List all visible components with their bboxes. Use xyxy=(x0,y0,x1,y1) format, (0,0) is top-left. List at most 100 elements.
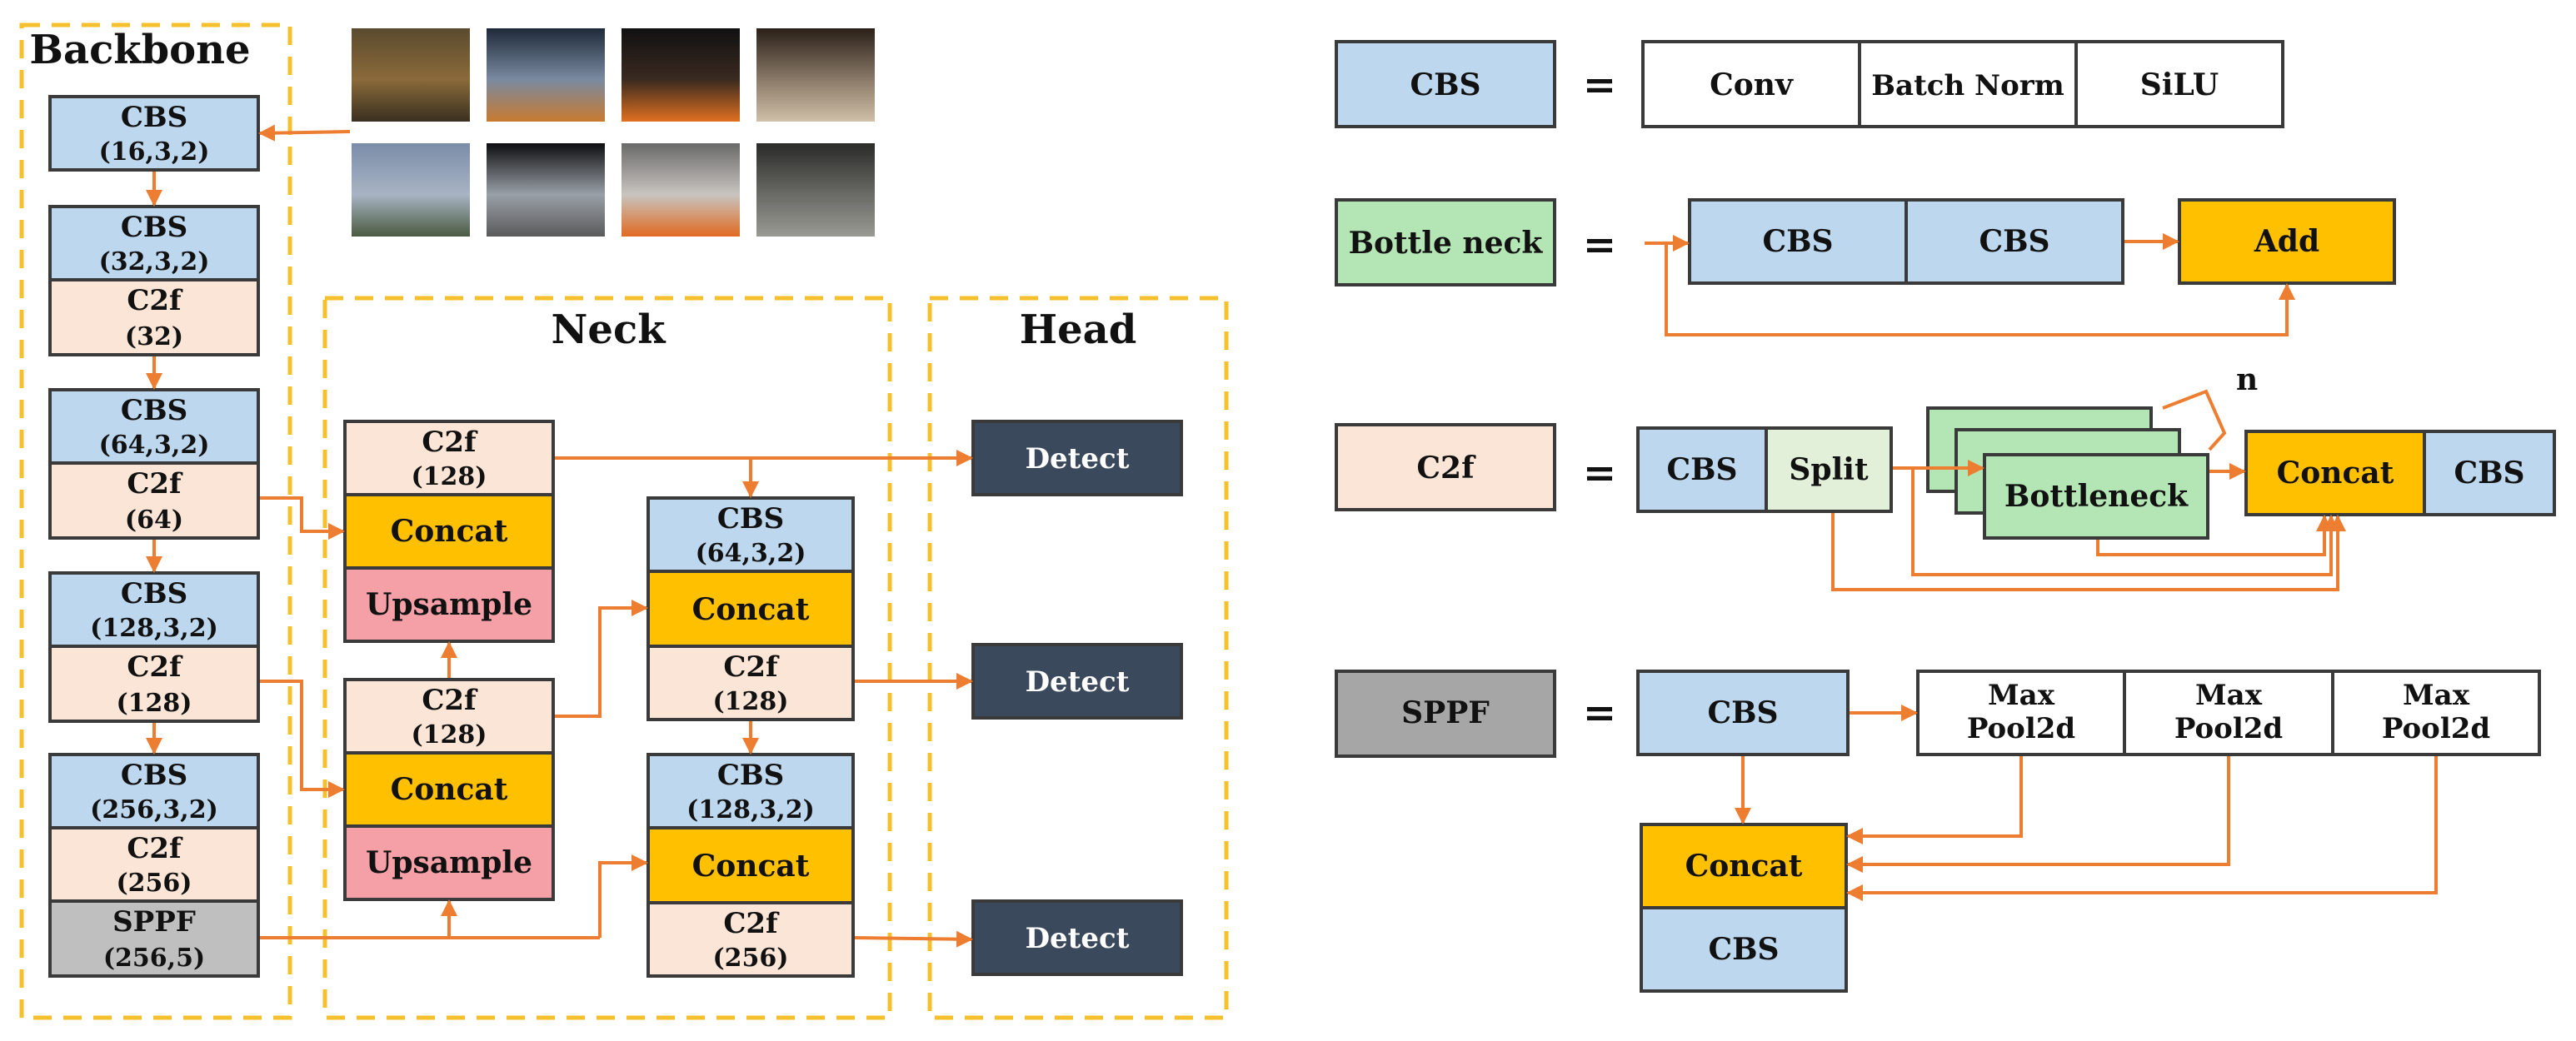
backbone-cbs-3 xyxy=(48,388,260,465)
fire-pit-photo xyxy=(756,143,875,237)
legend-batch-norm xyxy=(1858,40,2078,128)
neck-concat-3-label: Concat xyxy=(692,592,810,627)
house-fire-photo xyxy=(487,143,605,237)
legend-sppf-concat xyxy=(1640,823,1848,909)
backbone-cbs-1 xyxy=(48,95,260,172)
neck-upsample-1-label: Upsample xyxy=(366,587,532,622)
backbone: CBS (16,3,2) CBS (32,3,2) C2f (32) CBS (… xyxy=(48,95,351,978)
legend-sppf-cbs-label: CBS xyxy=(1707,695,1778,730)
detect-1-label: Detect xyxy=(1026,442,1130,476)
neck-c2f-mid-params: (128) xyxy=(411,720,487,750)
legend-cbs-block xyxy=(1335,40,1556,128)
backbone-c2f-2-label: C2f xyxy=(127,467,183,501)
neck-concat-1-label: Concat xyxy=(391,514,508,549)
legend-c2f-name: C2f xyxy=(1416,451,1476,486)
legend-sppf-block xyxy=(1335,670,1556,758)
neck-c2f-mid-label: C2f xyxy=(422,684,478,717)
legend-split xyxy=(1765,426,1893,513)
backbone-frame xyxy=(19,22,292,1020)
legend-c2f-concat-label: Concat xyxy=(2277,456,2394,491)
backbone-c2f-1-params: (32) xyxy=(125,322,183,351)
arrow-c2fb-detect3 xyxy=(854,930,973,948)
legend-sppf: SPPF = CBS Max Pool2d Max Pool2d Max Poo… xyxy=(1335,670,2541,993)
legend-maxpool-2-line2: Pool2d xyxy=(2174,712,2283,745)
arrow-c2fmid-concat3 xyxy=(555,600,648,718)
mountain-smoke-photo xyxy=(352,143,470,237)
legend-c2f-block xyxy=(1335,423,1556,511)
legend-n-brace xyxy=(2162,389,2227,451)
backbone-cbs-1-params: (16,3,2) xyxy=(99,137,210,167)
neck-c2f-a-label: C2f xyxy=(723,650,780,684)
backbone-cbs-4 xyxy=(48,571,260,648)
neck-cbs-a xyxy=(646,496,855,573)
backbone-c2f-4-params: (256) xyxy=(116,869,192,898)
legend-c2f-equals: = xyxy=(1583,450,1616,496)
arrow-pool3-concat xyxy=(1846,756,2438,901)
detect-2-label: Detect xyxy=(1026,665,1130,699)
detect-3 xyxy=(971,899,1183,976)
backbone-c2f-1-label: C2f xyxy=(127,284,183,317)
legend-maxpool-3 xyxy=(2331,670,2541,756)
arrow-pool1-concat xyxy=(1846,756,2023,844)
main-connectors xyxy=(260,450,973,948)
backbone-cbs-1-label: CBS xyxy=(121,101,187,134)
detect-3-label: Detect xyxy=(1026,922,1130,955)
legend-conv xyxy=(1641,40,1861,128)
neck-cbs-a-label: CBS xyxy=(717,502,784,535)
head: Detect Detect Detect xyxy=(971,420,1183,976)
backbone-c2f-3-label: C2f xyxy=(127,650,183,684)
neck-c2f-top-params: (128) xyxy=(411,462,487,491)
backbone-cbs-4-params: (128,3,2) xyxy=(90,614,218,643)
neck-c2f-b-params: (256) xyxy=(712,944,788,973)
head-title: Head xyxy=(1020,306,1137,353)
backbone-c2f-3-params: (128) xyxy=(116,689,192,718)
legend-bottleneck-cbs-1-label: CBS xyxy=(1762,224,1833,259)
legend-silu xyxy=(2074,40,2284,128)
arrow-sppf-concat4 xyxy=(598,854,648,938)
legend-conv-label: Conv xyxy=(1710,67,1794,102)
neck-concat-4-label: Concat xyxy=(692,849,810,884)
legend-n-label: n xyxy=(2236,362,2258,397)
neck-upsample-2-label: Upsample xyxy=(366,845,532,880)
neck-c2f-top-label: C2f xyxy=(422,426,478,459)
arrow-c2f128-concat2 xyxy=(260,680,345,798)
legend-silu-label: SiLU xyxy=(2140,67,2219,102)
forest-fire-photo xyxy=(352,28,470,122)
arrow-images-backbone xyxy=(258,124,351,142)
legend-sppf-concat-label: Concat xyxy=(1685,849,1803,884)
legend-maxpool-1-line1: Max xyxy=(1988,679,2055,712)
legend-sppf-cbs xyxy=(1636,670,1850,756)
backbone-sppf-label: SPPF xyxy=(112,905,196,939)
arrow-split-low-concat xyxy=(1831,513,2346,591)
neck-concat-2-label: Concat xyxy=(391,772,508,807)
legend-bottleneck-block xyxy=(1335,198,1556,286)
legend-sppf-equals: = xyxy=(1583,690,1616,736)
legend-c2f-cbs-out xyxy=(2423,430,2556,516)
legend-c2f-cbs-label: CBS xyxy=(1666,452,1737,487)
backbone-c2f-3 xyxy=(48,645,260,723)
neck-c2f-b xyxy=(646,901,855,978)
legend-bottleneck-cbs-2-label: CBS xyxy=(1979,224,2049,259)
backbone-cbs-5-label: CBS xyxy=(121,759,187,792)
neck-c2f-mid xyxy=(343,678,555,755)
neck-cbs-b-label: CBS xyxy=(717,759,784,792)
backbone-c2f-2-params: (64) xyxy=(125,506,183,535)
legend-batch-norm-label: Batch Norm xyxy=(1871,69,2064,102)
backbone-sppf xyxy=(48,899,260,978)
legend-maxpool-3-line2: Pool2d xyxy=(2382,712,2490,745)
input-images xyxy=(352,28,875,237)
legend-c2f-cbs-out-label: CBS xyxy=(2454,456,2524,491)
smoke-explosion-photo xyxy=(487,28,605,122)
indoor-fire-photo xyxy=(622,28,740,122)
backbone-c2f-4-label: C2f xyxy=(127,832,183,865)
legend-maxpool-2-line1: Max xyxy=(2195,679,2263,712)
neck-cbs-a-params: (64,3,2) xyxy=(696,539,806,568)
legend-cbs: CBS = Conv Batch Norm SiLU xyxy=(1335,40,2284,128)
legend-bottleneck: Bottle neck = CBS CBS Add xyxy=(1335,198,2396,336)
neck-c2f-a xyxy=(646,645,855,721)
grill-fire-photo xyxy=(622,143,740,237)
neck-c2f-b-label: C2f xyxy=(723,907,780,940)
fireplace-room-photo xyxy=(756,28,875,122)
arrow-split-mid-concat xyxy=(1911,468,2339,576)
legend-maxpool-3-line1: Max xyxy=(2403,679,2470,712)
